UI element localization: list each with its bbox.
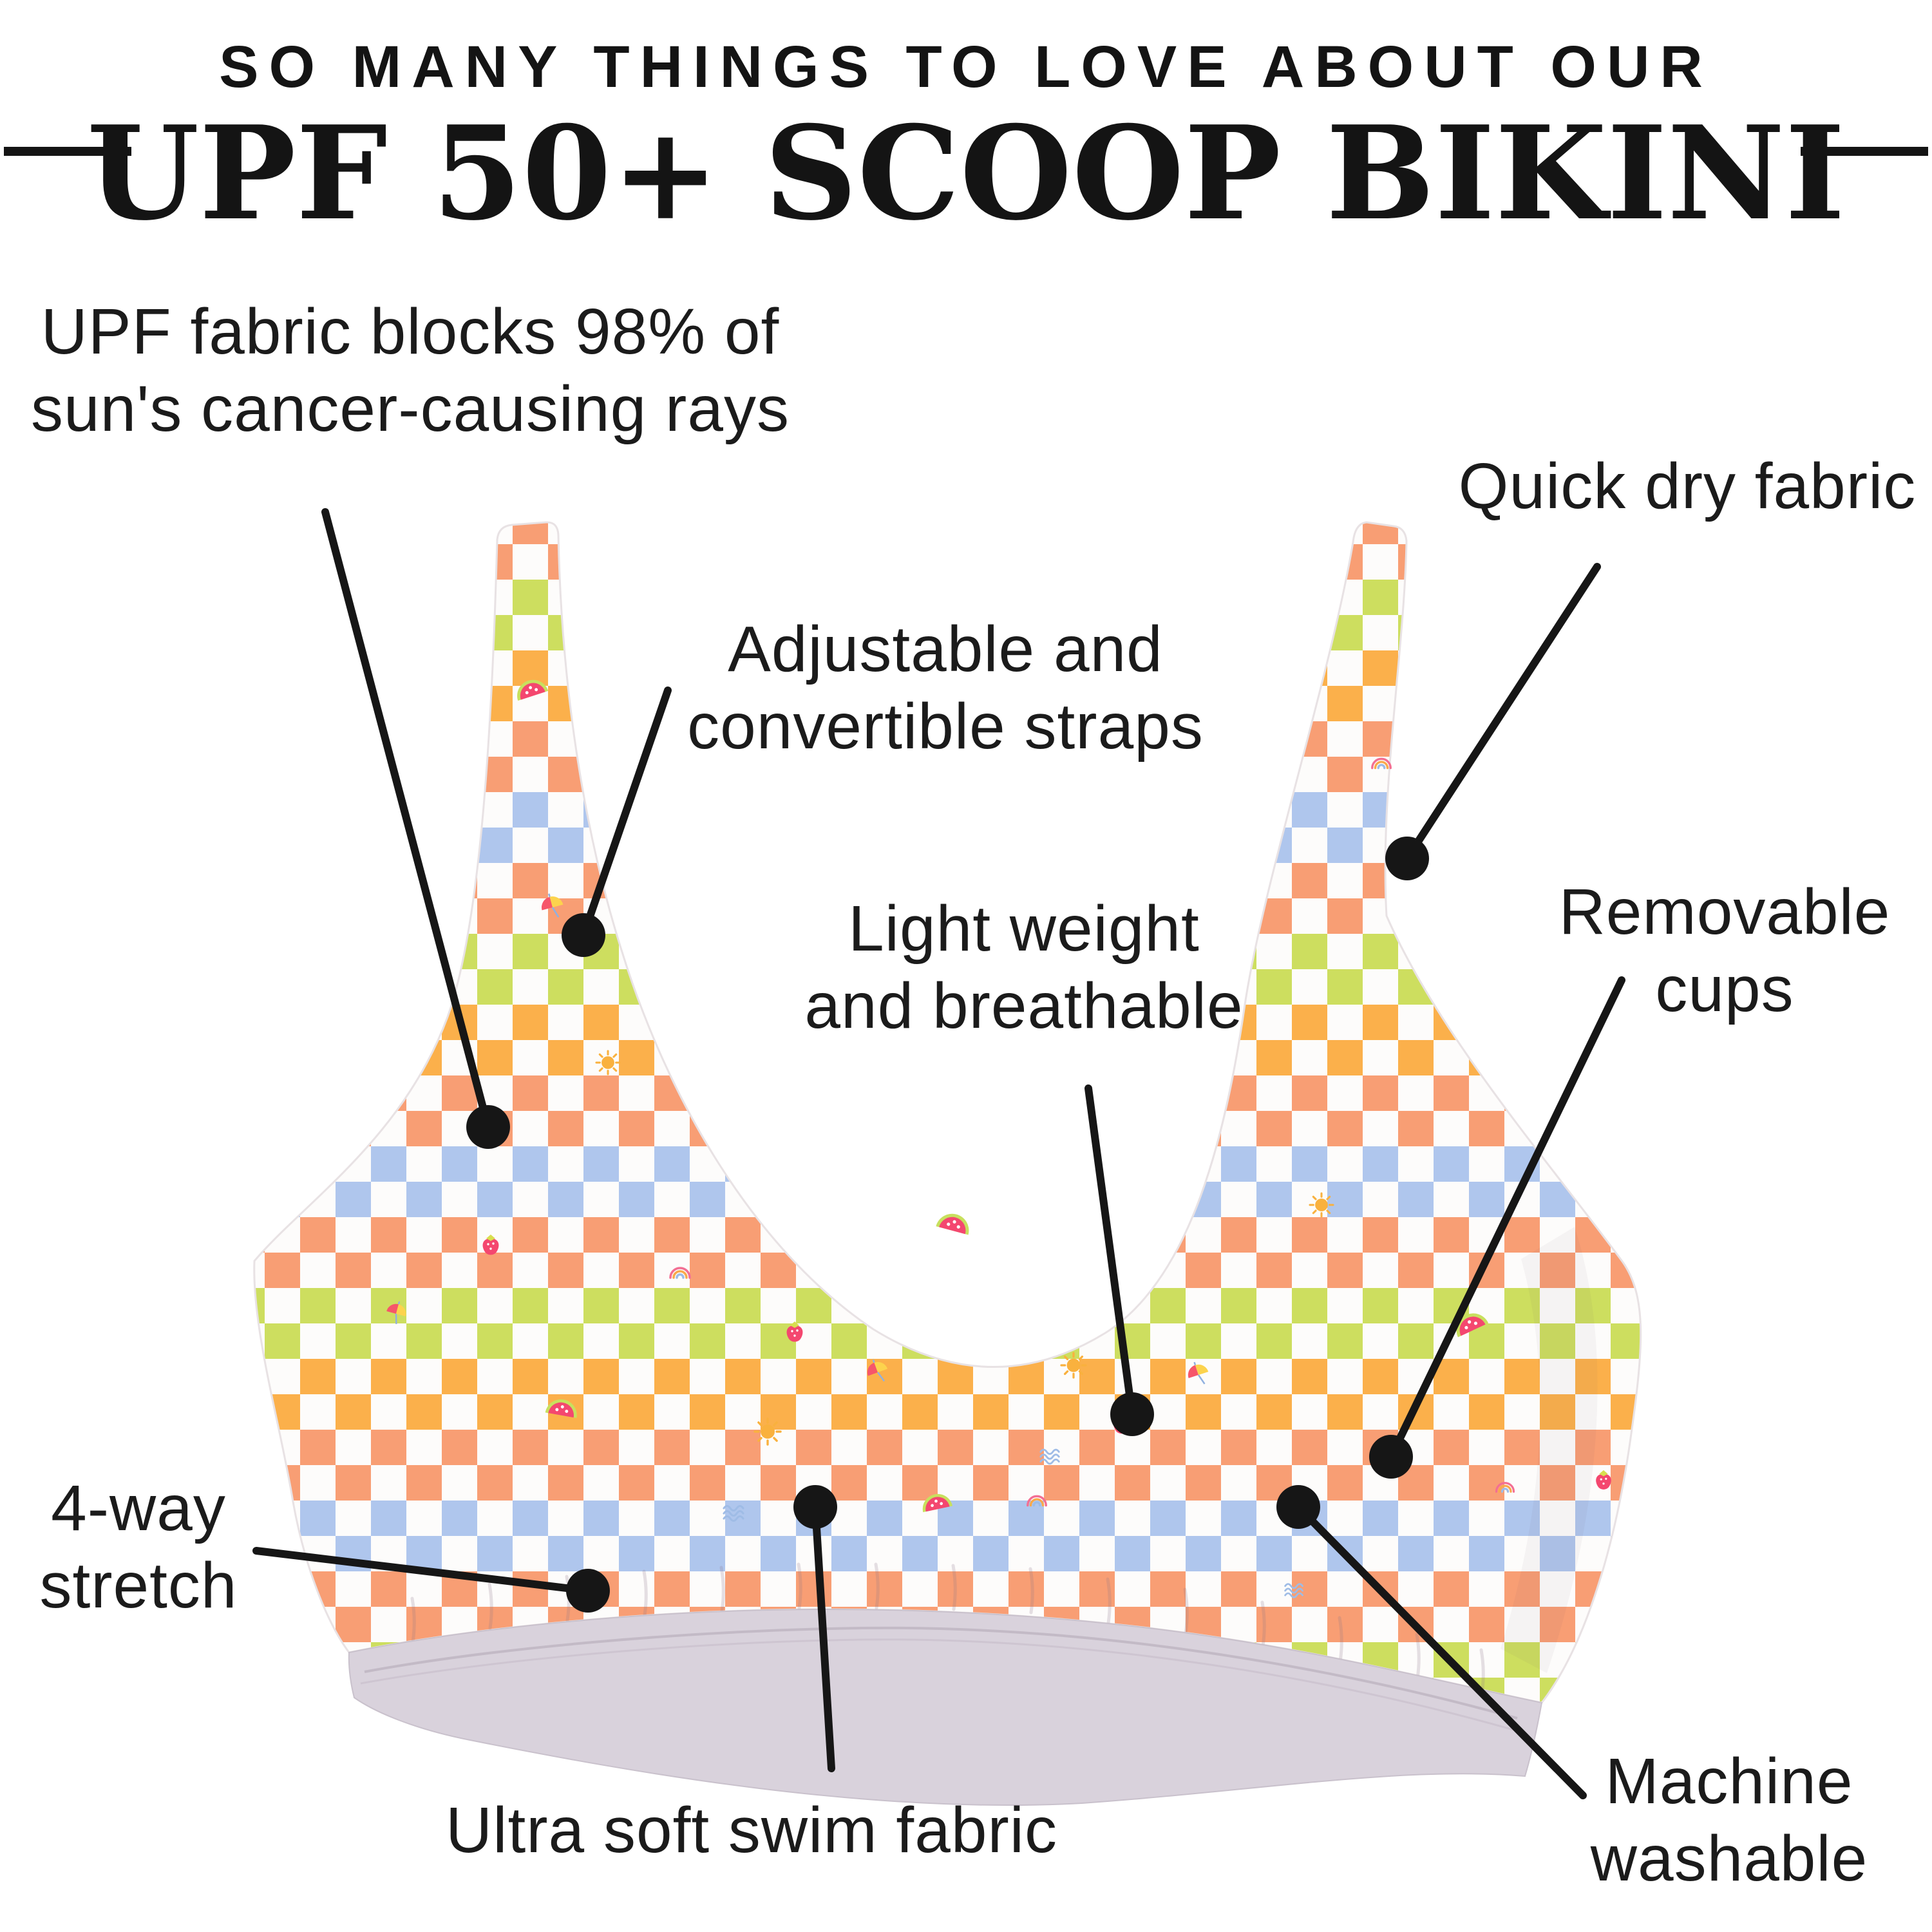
machine-washable-line	[1294, 1503, 1587, 1799]
annotation-quick-dry: Quick dry fabric	[1459, 448, 1917, 525]
light-weight-line	[1084, 1084, 1136, 1418]
annotation-removable-cups: Removable cups	[1559, 873, 1891, 1028]
annotation-label: Light weight	[848, 893, 1200, 965]
annotation-label: Ultra soft swim fabric	[446, 1794, 1057, 1866]
annotation-machine-washable: Machine washable	[1591, 1743, 1868, 1897]
title-eyebrow: SO MANY THINGS TO LOVE ABOUT OUR	[219, 34, 1713, 100]
title-dash-right	[1801, 147, 1928, 156]
light-weight-dot	[1110, 1392, 1154, 1436]
annotation-label: Quick dry fabric	[1458, 450, 1917, 522]
ultra-soft-dot	[793, 1485, 837, 1529]
callout-lines	[252, 508, 1625, 1799]
watermelon-icon	[936, 1209, 973, 1235]
annotation-light-weight: Light weight and breathable	[804, 890, 1243, 1045]
hem-band-stitch	[360, 1638, 1514, 1731]
gather-stitches	[410, 1562, 1485, 1696]
sun-icon	[753, 1417, 782, 1446]
annotation-label: cups	[1655, 953, 1794, 1025]
four-way-stretch-line	[252, 1547, 592, 1595]
sun-icon	[1309, 1192, 1334, 1218]
annotation-label: sun's cancer-causing rays	[31, 373, 790, 445]
annotation-label: and breathable	[804, 970, 1244, 1042]
four-way-stretch-dot	[566, 1569, 610, 1613]
annotation-label: Adjustable and	[728, 613, 1163, 685]
page-title: UPF 50+ SCOOP BIKINI	[86, 98, 1846, 249]
callout-dots	[466, 837, 1429, 1613]
annotation-adjustable-straps: Adjustable and convertible straps	[687, 611, 1204, 765]
adjustable-straps-dot	[562, 913, 605, 957]
machine-washable-dot	[1276, 1485, 1320, 1529]
hem-band-stitch	[364, 1626, 1518, 1719]
annotation-upf-protection: UPF fabric blocks 98% of sun's cancer-ca…	[31, 293, 790, 448]
removable-cups-dot	[1369, 1435, 1413, 1479]
quick-dry-line	[1403, 563, 1601, 862]
bikini-fabric	[253, 521, 1642, 1704]
annotation-label: Machine	[1605, 1745, 1853, 1817]
annotation-label: UPF fabric blocks 98% of	[41, 296, 780, 368]
ultra-soft-line	[811, 1503, 835, 1772]
sun-icon	[1060, 1352, 1087, 1379]
annotation-ultra-soft: Ultra soft swim fabric	[446, 1792, 1057, 1869]
bikini-top-graphic	[253, 521, 1642, 1806]
quick-dry-dot	[1385, 837, 1429, 880]
adjustable-straps-line	[580, 687, 672, 939]
sun-icon	[595, 1050, 621, 1075]
annotation-four-way-stretch: 4-way stretch	[39, 1470, 237, 1624]
upf-protection-line	[321, 508, 492, 1131]
annotation-label: washable	[1590, 1823, 1868, 1895]
annotation-label: Removable	[1558, 876, 1891, 948]
annotation-label: 4-way	[51, 1472, 226, 1544]
annotation-label: stretch	[39, 1549, 238, 1622]
annotation-label: convertible straps	[687, 690, 1204, 762]
removable-cups-line	[1387, 976, 1625, 1461]
upf-protection-dot	[466, 1105, 510, 1149]
title-dash-left	[4, 147, 131, 156]
fabric-fold-shadow	[1501, 1227, 1598, 1673]
